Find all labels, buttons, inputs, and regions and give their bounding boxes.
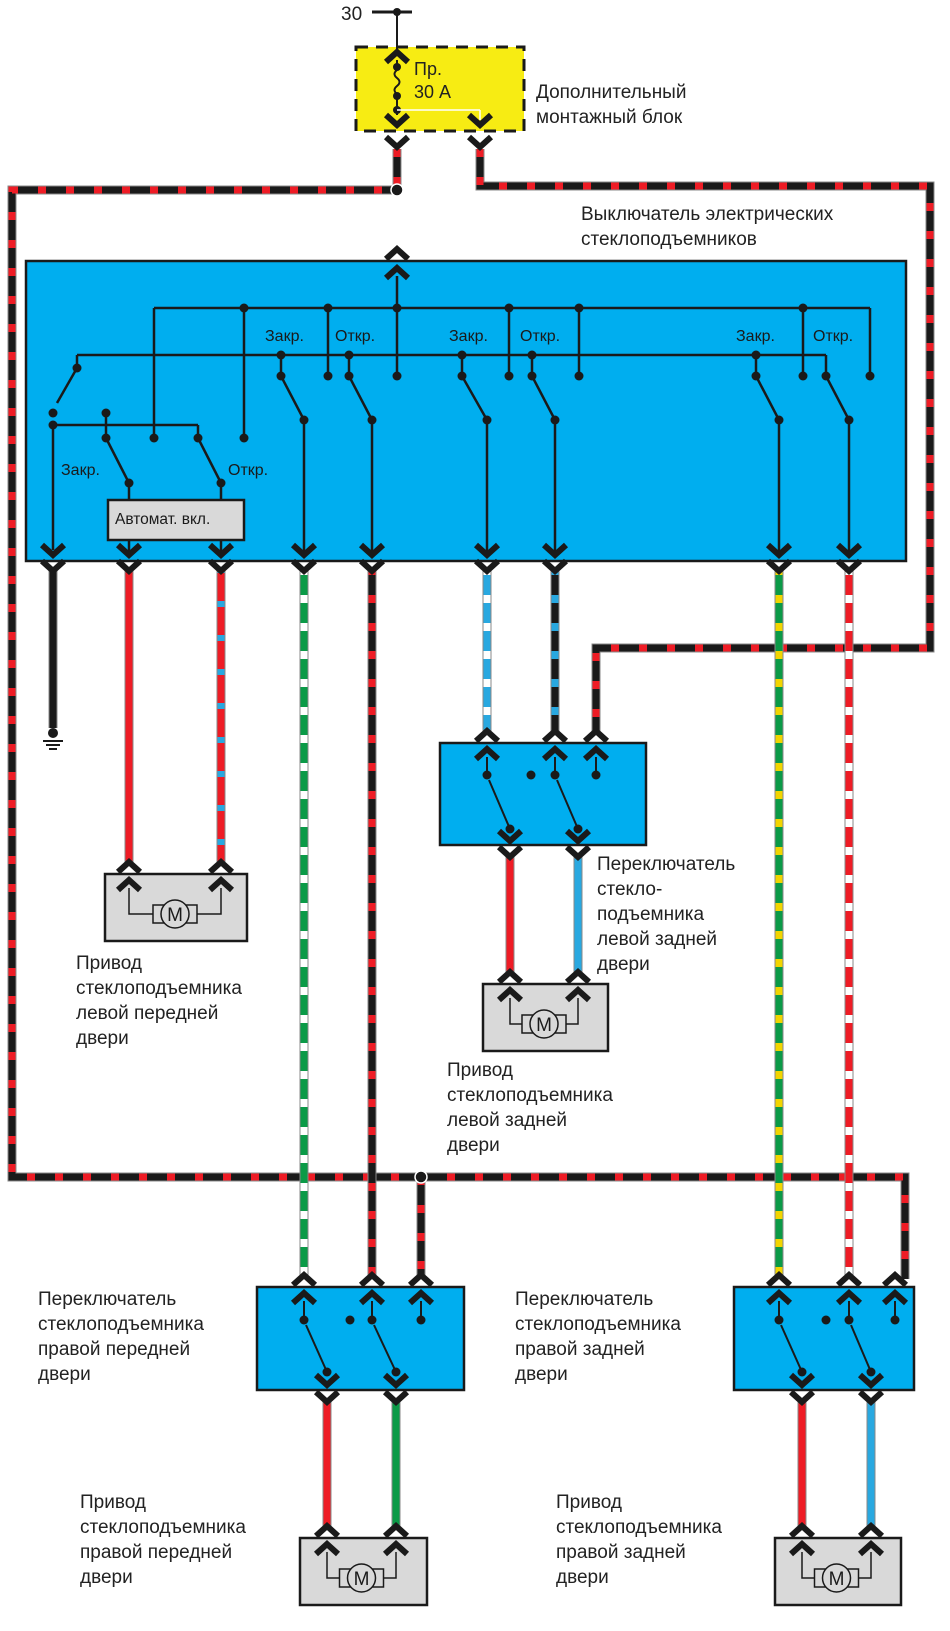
right-front-motor: M <box>298 1526 429 1607</box>
svg-text:M: M <box>354 1569 370 1590</box>
connector-icon <box>385 1526 407 1536</box>
left-front-motor-label: Привод стеклоподъемника левой передней д… <box>76 953 242 1049</box>
right-rear-motor: M <box>773 1526 903 1607</box>
left-rear-motor-label: Привод стеклоподъемника левой задней две… <box>447 1060 613 1156</box>
close-label-lf: Закр. <box>61 462 100 479</box>
fuse-block <box>354 8 526 133</box>
connector-icon <box>42 561 64 571</box>
left-rear-motor: M <box>481 972 610 1053</box>
connector-icon <box>293 1275 315 1285</box>
connector-icon <box>838 561 860 571</box>
right-rear-switch-label: Переключатель стеклоподъемника правой за… <box>515 1289 681 1385</box>
connector-icon <box>316 1526 338 1536</box>
wire-power-main <box>7 149 910 1279</box>
connector-icon <box>293 561 315 571</box>
connector-icon <box>210 862 232 872</box>
connector-icon <box>567 847 589 857</box>
motor-icon <box>346 1563 377 1593</box>
open-label-lr: Откр. <box>520 328 561 345</box>
right-rear-switch-block <box>732 1285 916 1392</box>
connector-icon <box>361 561 383 571</box>
connector-icon <box>567 972 589 982</box>
connector-icon <box>838 1275 860 1285</box>
svg-text:M: M <box>167 905 183 926</box>
right-rear-motor-label: Привод стеклоподъемника правой задней дв… <box>556 1492 722 1588</box>
terminal-30-label: 30 <box>341 4 363 25</box>
left-rear-switch-label: Переключатель стекло- подъемника левой з… <box>597 854 736 975</box>
main-switch-block <box>24 249 908 563</box>
connector-icon <box>476 561 498 571</box>
splice-point <box>414 1170 428 1184</box>
connector-icon <box>860 1526 882 1536</box>
open-label-lf: Откр. <box>228 462 269 479</box>
auto-mode-box <box>106 498 246 542</box>
connector-icon <box>316 1392 338 1402</box>
ground-icon <box>43 728 63 750</box>
connector-icon <box>385 1392 407 1402</box>
main-switch-label: Выключатель электрических стеклоподъемни… <box>581 204 834 250</box>
left-rear-switch-block <box>438 741 648 847</box>
connector-icon <box>499 847 521 857</box>
svg-text:M: M <box>536 1015 552 1036</box>
connector-icon <box>499 972 521 982</box>
connector-icon <box>791 1526 813 1536</box>
close-label-rr: Закр. <box>736 328 775 345</box>
wires-layer <box>7 149 935 1530</box>
connector-icon <box>860 1392 882 1402</box>
splice-point <box>390 183 404 197</box>
close-label-rf: Закр. <box>265 328 304 345</box>
connector-icon <box>361 1275 383 1285</box>
auto-mode-label: Автомат. вкл. <box>115 511 211 528</box>
connector-icon <box>768 1275 790 1285</box>
connector-icon <box>791 1392 813 1402</box>
connector-icon <box>410 1275 432 1285</box>
fuse-icon <box>393 69 401 95</box>
connector-icon <box>768 561 790 571</box>
aux-mounting-block-label: Дополнительный монтажный блок <box>536 82 687 128</box>
connector-icon <box>118 561 140 571</box>
fuse-label-rating: 30 А <box>414 82 452 102</box>
motor-icon <box>529 1009 559 1039</box>
svg-text:M: M <box>829 1569 845 1590</box>
open-label-rf: Откр. <box>335 328 376 345</box>
right-front-switch-label: Переключатель стеклоподъемника правой пе… <box>38 1289 204 1385</box>
connector-icon <box>544 731 566 741</box>
close-label-lr: Закр. <box>449 328 488 345</box>
motor-icon <box>160 899 190 929</box>
connector-icon <box>544 561 566 571</box>
connector-icon <box>210 561 232 571</box>
connector-icon <box>118 862 140 872</box>
connector-icon <box>585 731 607 741</box>
open-label-rr: Откр. <box>813 328 854 345</box>
connector-icon <box>476 731 498 741</box>
wire-power-main-1 <box>475 149 935 735</box>
right-front-motor-label: Привод стеклоподъемника правой передней … <box>80 1492 246 1588</box>
motor-icon <box>821 1563 852 1593</box>
left-front-motor: M <box>103 862 249 943</box>
fuse-label-name: Пр. <box>414 59 442 79</box>
